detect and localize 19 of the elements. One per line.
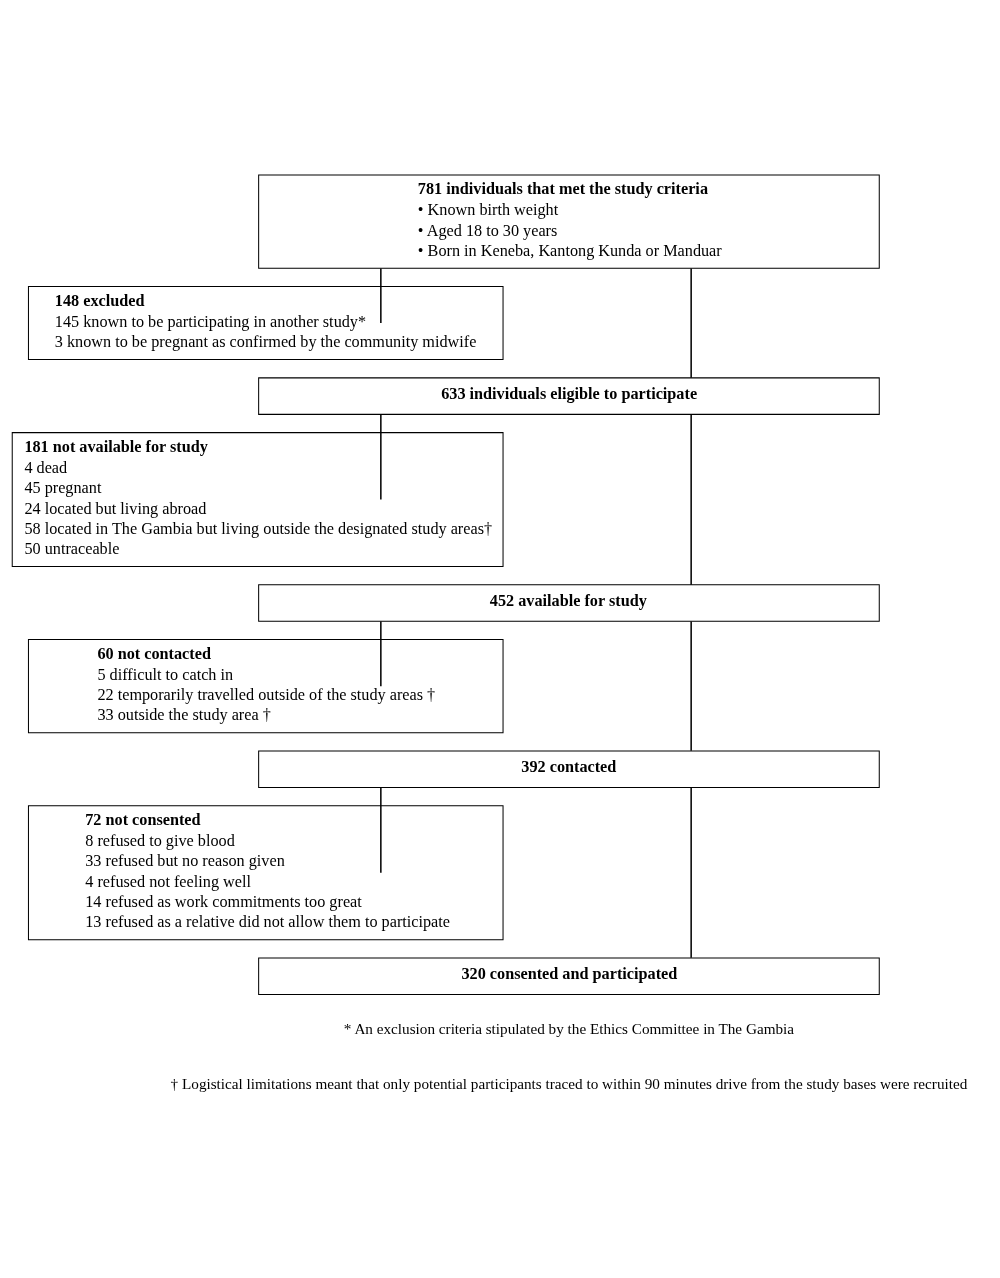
node-box: 452 available for study — [258, 583, 880, 622]
node-box: 60 not contacted 5 difficult to catch in 22 temporarily travelled outside of the study areas † 33 outside the study area † — [27, 638, 504, 733]
node-box: 320 consented and participated — [258, 956, 880, 995]
connector — [380, 413, 382, 500]
node-box: 633 individuals eligible to participate — [258, 376, 880, 415]
connector — [380, 620, 382, 687]
node-box: 781 individuals that met the study criteria • Known birth weight • Aged 18 to 30 years • Born in Keneba, Kantong Kunda or Manduar — [258, 174, 880, 269]
connector — [690, 620, 692, 752]
node-box: 392 contacted — [258, 750, 880, 788]
connector — [690, 413, 692, 585]
connector — [380, 786, 382, 873]
connector — [690, 267, 692, 379]
label: † Logistical limitations meant that only potential participants traced to within 90 minutes drive from the study bases were recruited — [170, 1074, 968, 1092]
connector — [690, 786, 692, 959]
node-box: 181 not available for study 4 dead 45 pregnant 24 located but living abroad 58 located in The Gambia but living outside the designated study areas† 50 untraceable — [11, 431, 504, 567]
connector — [380, 267, 382, 324]
node-box: 148 excluded 145 known to be participating in another study* 3 known to be pregnant as confirmed by the community midwife — [27, 285, 504, 360]
label: * An exclusion criteria stipulated by the Ethics Committee in The Gambia — [343, 1019, 795, 1037]
node-box: 72 not consented 8 refused to give blood 33 refused but no reason given 4 refused not feeling well 14 refused as work commitments too great 13 refused as a relative did not allow them to participate — [27, 804, 504, 940]
